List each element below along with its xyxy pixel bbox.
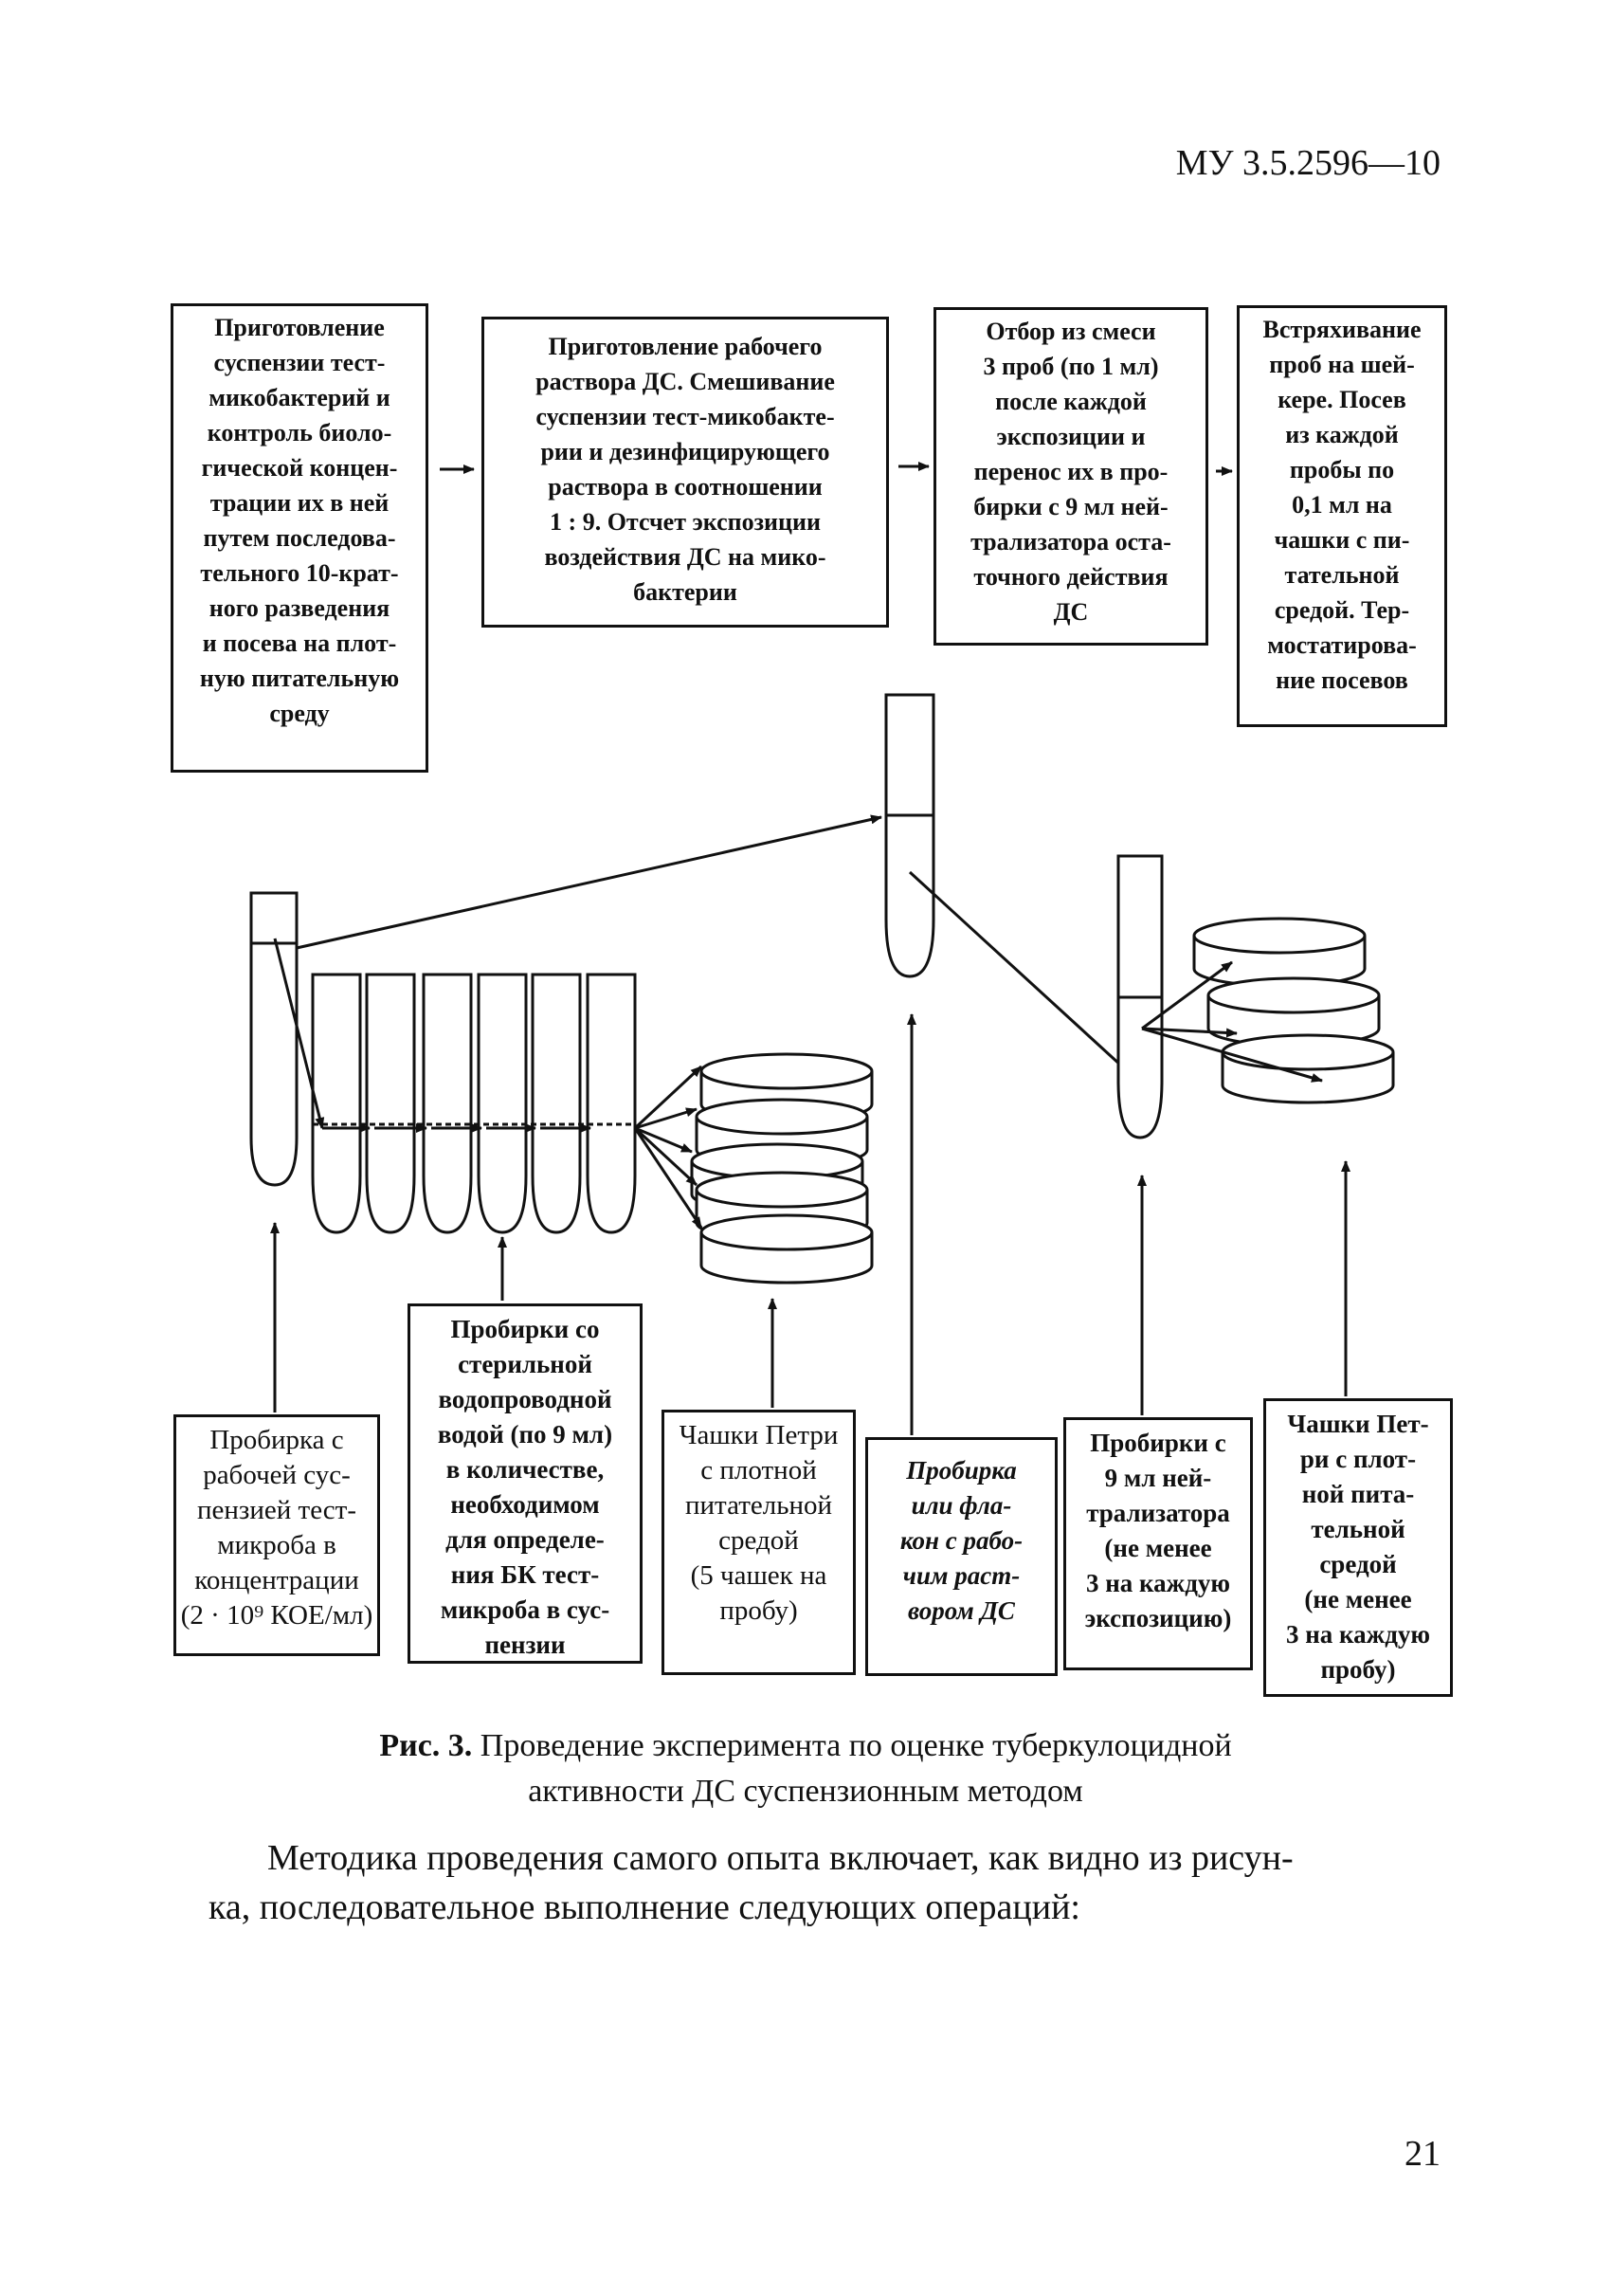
step-4-box: Встряхивание проб на шей- кере. Посев из… bbox=[1237, 305, 1447, 727]
figure-caption: Рис. 3. Проведение эксперимента по оценк… bbox=[190, 1723, 1422, 1814]
document-code: МУ 3.5.2596—10 bbox=[1175, 143, 1441, 183]
petri-dishes-left-stack bbox=[690, 1052, 874, 1285]
dilution-test-tubes bbox=[311, 973, 637, 1234]
source-test-tube bbox=[249, 891, 299, 1187]
petri-dishes-right-stack bbox=[1192, 917, 1395, 1104]
step-3-box: Отбор из смеси 3 проб (по 1 мл) после ка… bbox=[933, 307, 1208, 646]
sterile-water-tubes-label: Пробирки со стерильной водопроводной вод… bbox=[408, 1303, 643, 1664]
page-number: 21 bbox=[1405, 2134, 1441, 2174]
step-2-box: Приготовление рабочего раствора ДС. Смеш… bbox=[481, 317, 889, 628]
neutralizer-test-tube bbox=[1116, 854, 1164, 1139]
figure-label: Рис. 3. bbox=[379, 1728, 473, 1763]
step-1-box: Приготовление суспензии тест- микобактер… bbox=[171, 303, 428, 773]
figure-caption-text: Проведение эксперимента по оценке туберк… bbox=[480, 1728, 1232, 1809]
working-solution-tube-label: Пробирка или фла- кон с рабо- чим раст- … bbox=[865, 1437, 1058, 1676]
working-solution-test-tube bbox=[884, 693, 935, 978]
working-suspension-tube-label: Пробирка с рабочей сус- пензией тест- ми… bbox=[173, 1414, 380, 1656]
neutralizer-tubes-label: Пробирки с 9 мл ней- трализатора (не мен… bbox=[1063, 1417, 1253, 1670]
petri-dishes-label: Чашки Петри с плотной питательной средой… bbox=[662, 1410, 856, 1675]
petri-dishes-min3-label: Чашки Пет- ри с плот- ной пита- тельной … bbox=[1263, 1398, 1453, 1697]
paragraph-line-2: ка, последовательное выполнение следующи… bbox=[208, 1887, 1080, 1927]
paragraph-line-1: Методика проведения самого опыта включае… bbox=[267, 1838, 1294, 1878]
